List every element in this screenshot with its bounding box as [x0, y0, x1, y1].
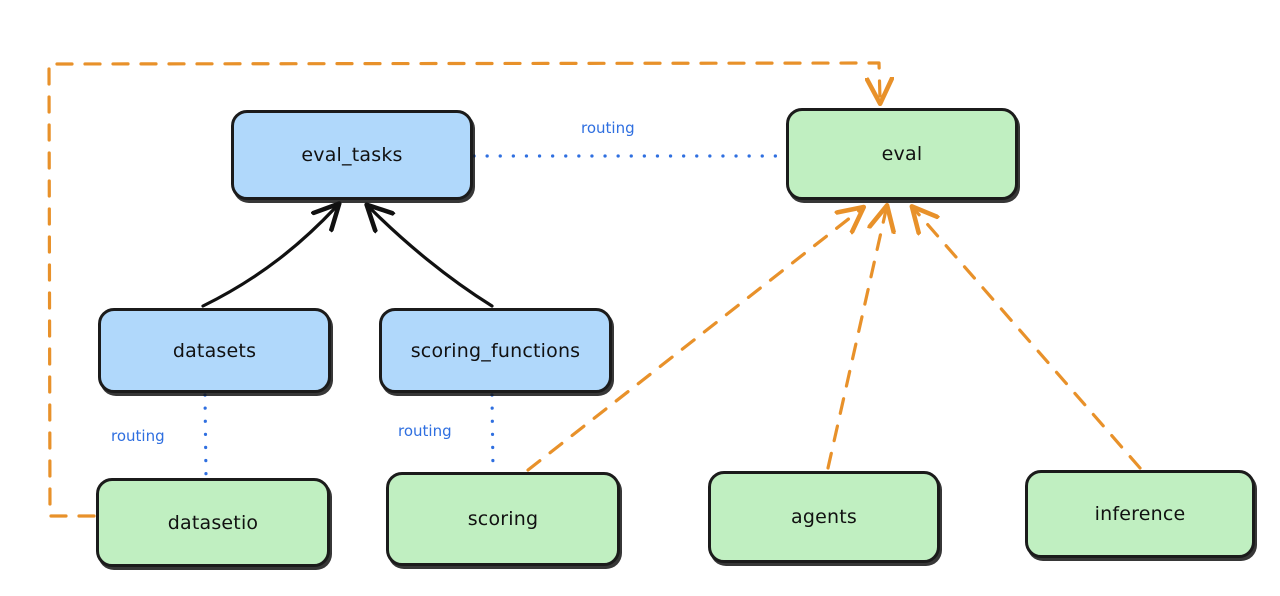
node-scoring[interactable]: scoring — [386, 472, 620, 566]
edge-scoring_functions-to-eval_tasks — [370, 208, 494, 308]
edge-label-routing-scoring_functions-scoring: routing — [398, 422, 452, 440]
node-datasets[interactable]: datasets — [98, 308, 331, 393]
edge-datasetio-to-eval — [47, 61, 880, 518]
edge-label-routing-eval_tasks-eval: routing — [581, 119, 635, 137]
edge-label-routing-datasets-datasetio: routing — [111, 427, 165, 445]
edge-datasets-to-datasetio — [203, 393, 208, 478]
node-eval[interactable]: eval — [786, 108, 1018, 200]
node-datasetio[interactable]: datasetio — [96, 478, 330, 567]
node-scoring_functions[interactable]: scoring_functions — [379, 308, 612, 393]
edge-datasets-to-eval_tasks — [201, 207, 336, 308]
edge-inference-to-eval — [915, 210, 1142, 470]
edge-scoring_functions-to-scoring — [490, 393, 495, 472]
edge-scoring-to-eval — [526, 210, 860, 472]
edge-agents-to-eval — [826, 210, 886, 470]
node-inference[interactable]: inference — [1025, 470, 1255, 558]
node-eval_tasks[interactable]: eval_tasks — [231, 110, 473, 200]
node-agents[interactable]: agents — [708, 471, 940, 563]
